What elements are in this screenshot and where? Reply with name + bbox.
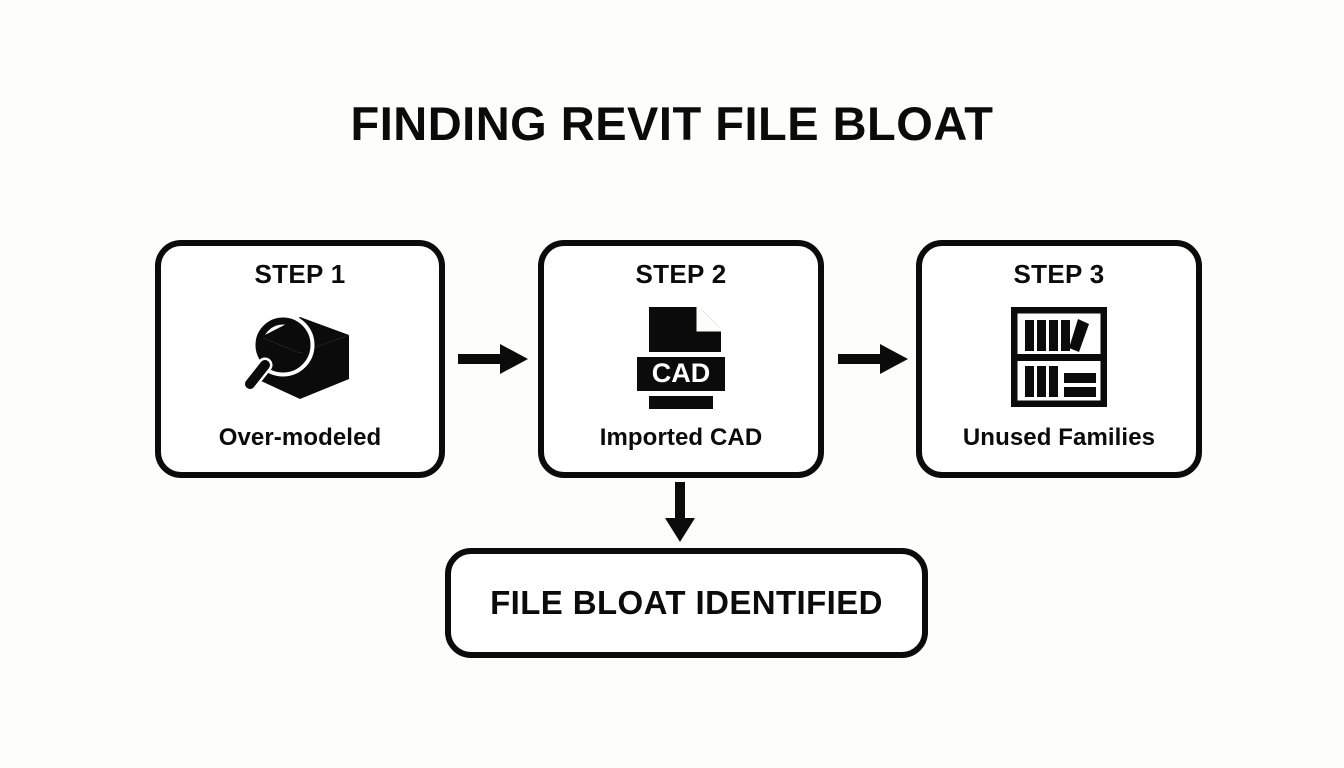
arrow-step2-to-step3-icon (838, 344, 908, 374)
step-1-icon-zone (161, 290, 439, 424)
page-title: FINDING REVIT FILE BLOAT (350, 97, 994, 150)
cad-file-icon-text: CAD (652, 358, 711, 388)
arrow-step1-to-step2-icon (458, 344, 528, 374)
result-label: FILE BLOAT IDENTIFIED (490, 584, 883, 621)
step-card-2[interactable]: STEP 2 CAD Imported CAD (538, 240, 824, 478)
step-card-1[interactable]: STEP 1 O (155, 240, 445, 478)
step-3-label: STEP 3 (1013, 259, 1105, 289)
result-card[interactable]: FILE BLOAT IDENTIFIED (445, 548, 928, 658)
step-1-label: STEP 1 (254, 259, 346, 289)
magnifier-over-cube-icon (241, 313, 349, 399)
step-2-icon-zone: CAD (544, 290, 818, 424)
bookshelf-icon (1011, 307, 1107, 407)
step-1-caption: Over-modeled (218, 424, 382, 451)
step-3-caption: Unused Families (962, 424, 1156, 451)
step-3-icon-zone (922, 290, 1196, 424)
cad-file-icon: CAD (637, 307, 725, 409)
step-2-label: STEP 2 (635, 259, 727, 289)
arrow-step2-to-result-icon (665, 482, 695, 542)
step-2-caption: Imported CAD (599, 424, 763, 451)
step-card-3[interactable]: STEP 3 (916, 240, 1202, 478)
